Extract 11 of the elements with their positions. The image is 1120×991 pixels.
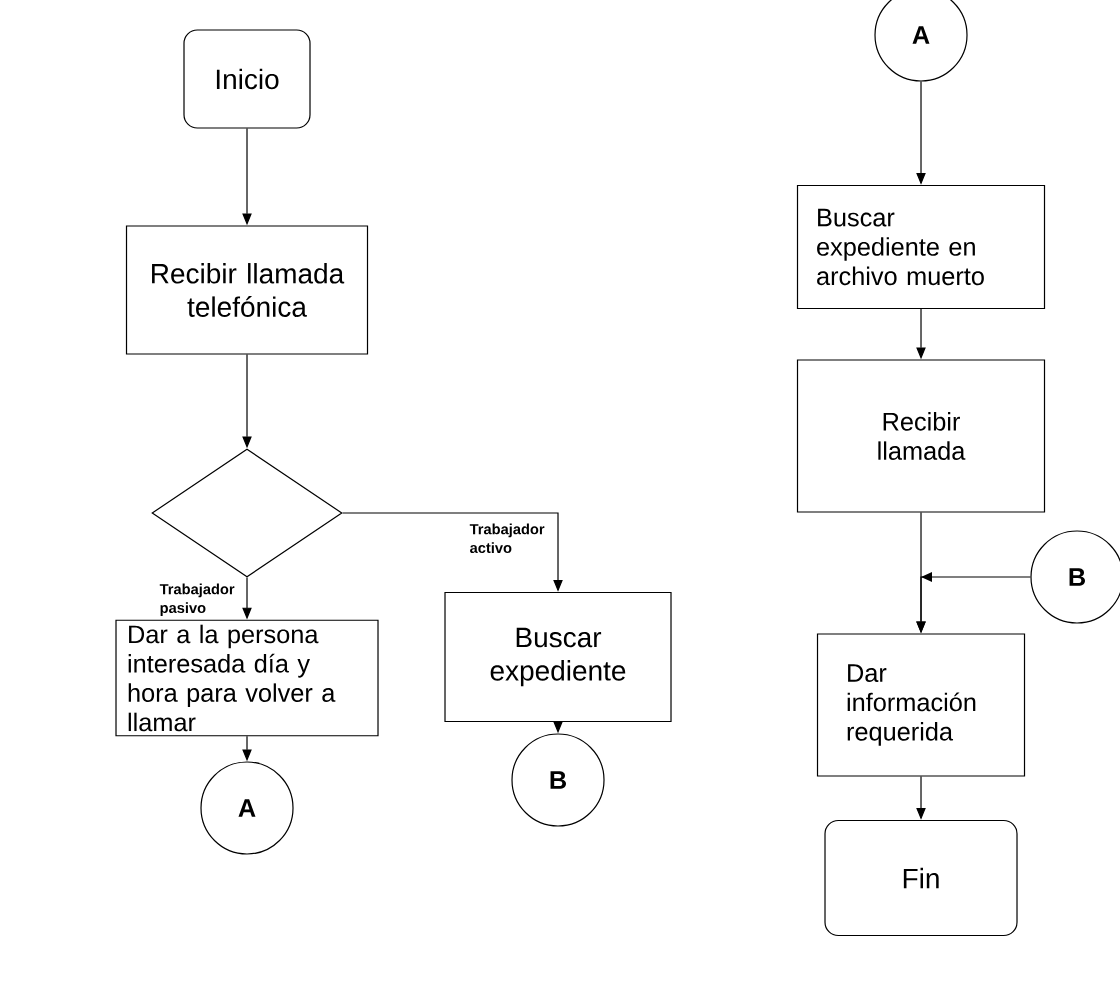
terminal-box: Inicio — [183, 29, 311, 129]
process-box: Dar información requerida — [816, 633, 1026, 777]
edge-label: Trabajador pasivo — [159, 583, 235, 616]
process-box: Dar a la persona interesada día y hora para volver a llamar — [115, 619, 379, 737]
process-box: Recibir llamada telefónica — [125, 225, 369, 355]
terminal-box: Fin — [824, 819, 1018, 937]
process-box: Buscar expediente en archivo muerto — [796, 184, 1046, 310]
process-box: Buscar expediente — [444, 591, 672, 723]
edge-label: Trabajador activo — [469, 523, 545, 554]
process-box: Recibir llamada — [796, 359, 1046, 513]
decision-diamond — [151, 448, 343, 578]
